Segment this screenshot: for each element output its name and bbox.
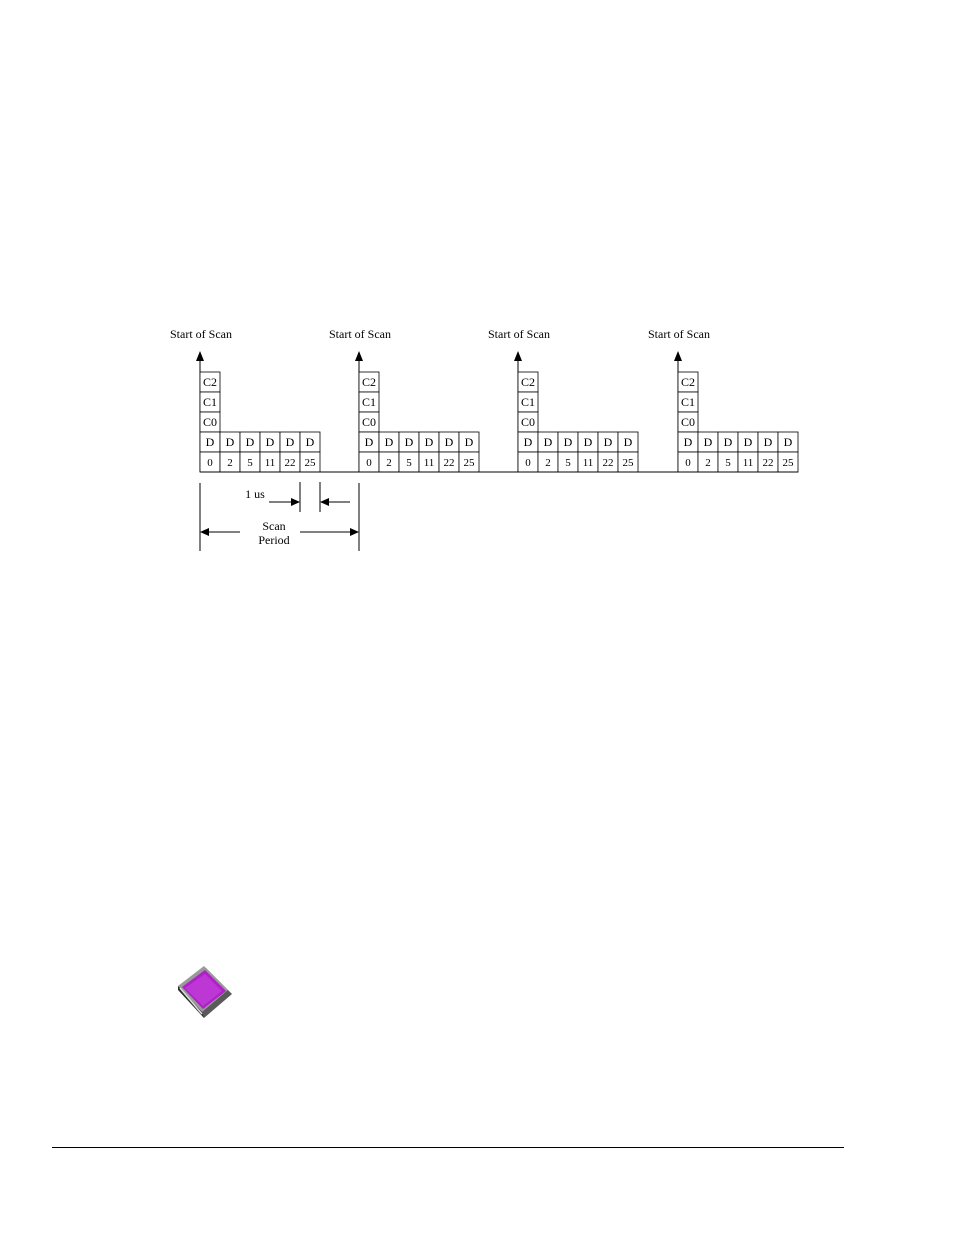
interval-arrowhead-right	[291, 498, 300, 506]
start-of-scan-label: Start of Scan	[329, 327, 391, 341]
control-channel-label: C0	[681, 415, 695, 429]
period-arrowhead-right	[350, 528, 359, 536]
data-channel-type: D	[564, 435, 573, 449]
data-channel-type: D	[465, 435, 474, 449]
data-channel-number: 11	[743, 457, 754, 469]
data-channel-type: D	[405, 435, 414, 449]
data-channel-type: D	[544, 435, 553, 449]
data-channel-type: D	[584, 435, 593, 449]
data-channel-type: D	[744, 435, 753, 449]
data-channel-number: 0	[207, 457, 213, 469]
scan-start-arrowhead	[196, 351, 204, 361]
data-channel-number: 25	[305, 457, 317, 469]
control-channel-label: C2	[362, 375, 376, 389]
data-channel-number: 2	[386, 457, 392, 469]
data-channel-number: 25	[623, 457, 635, 469]
data-channel-type: D	[246, 435, 255, 449]
data-channel-type: D	[724, 435, 733, 449]
data-channel-number: 0	[685, 457, 691, 469]
control-channel-label: C2	[521, 375, 535, 389]
timing-dimensions: 1 us Scan Period	[199, 482, 360, 551]
data-channel-type: D	[365, 435, 374, 449]
data-channel-number: 5	[406, 457, 412, 469]
data-channel-type: D	[226, 435, 235, 449]
start-of-scan-label: Start of Scan	[170, 327, 232, 341]
data-channel-number: 22	[444, 457, 455, 469]
scan-timing-diagram: Start of ScanC2C1C0D0D2D5D11D22D25Start …	[170, 327, 799, 551]
data-channel-number: 22	[603, 457, 614, 469]
data-channel-type: D	[306, 435, 315, 449]
control-channel-label: C0	[203, 415, 217, 429]
data-channel-type: D	[784, 435, 793, 449]
footer-rule	[52, 1147, 844, 1148]
data-channel-type: D	[385, 435, 394, 449]
data-channel-type: D	[206, 435, 215, 449]
scan-groups: Start of ScanC2C1C0D0D2D5D11D22D25Start …	[170, 327, 799, 473]
data-channel-type: D	[684, 435, 693, 449]
period-label-line2: Period	[258, 533, 289, 547]
data-channel-number: 0	[366, 457, 372, 469]
data-channel-number: 22	[763, 457, 774, 469]
data-channel-type: D	[445, 435, 454, 449]
control-channel-label: C2	[203, 375, 217, 389]
data-channel-number: 2	[705, 457, 711, 469]
data-channel-number: 5	[725, 457, 731, 469]
data-channel-type: D	[604, 435, 613, 449]
data-channel-type: D	[266, 435, 275, 449]
data-channel-number: 11	[265, 457, 276, 469]
data-channel-type: D	[425, 435, 434, 449]
scan-start-arrowhead	[514, 351, 522, 361]
control-channel-label: C1	[203, 395, 217, 409]
start-of-scan-label: Start of Scan	[648, 327, 710, 341]
data-channel-type: D	[764, 435, 773, 449]
period-arrowhead-left	[200, 528, 209, 536]
control-channel-label: C2	[681, 375, 695, 389]
control-channel-label: C1	[362, 395, 376, 409]
control-channel-label: C0	[362, 415, 376, 429]
data-channel-number: 0	[525, 457, 531, 469]
scan-start-arrowhead	[355, 351, 363, 361]
data-channel-number: 2	[227, 457, 233, 469]
scan-start-arrowhead	[674, 351, 682, 361]
data-channel-type: D	[286, 435, 295, 449]
interval-arrowhead-left	[320, 498, 329, 506]
data-channel-number: 2	[545, 457, 551, 469]
data-channel-number: 25	[464, 457, 476, 469]
data-channel-number: 25	[783, 457, 795, 469]
book-icon	[178, 966, 232, 1018]
data-channel-type: D	[704, 435, 713, 449]
data-channel-number: 5	[565, 457, 571, 469]
control-channel-label: C0	[521, 415, 535, 429]
data-channel-type: D	[524, 435, 533, 449]
data-channel-number: 11	[583, 457, 594, 469]
data-channel-number: 5	[247, 457, 253, 469]
data-channel-number: 11	[424, 457, 435, 469]
control-channel-label: C1	[681, 395, 695, 409]
period-label-line1: Scan	[262, 519, 285, 533]
start-of-scan-label: Start of Scan	[488, 327, 550, 341]
data-channel-number: 22	[285, 457, 296, 469]
data-channel-type: D	[624, 435, 633, 449]
interval-label: 1 us	[245, 487, 265, 501]
control-channel-label: C1	[521, 395, 535, 409]
